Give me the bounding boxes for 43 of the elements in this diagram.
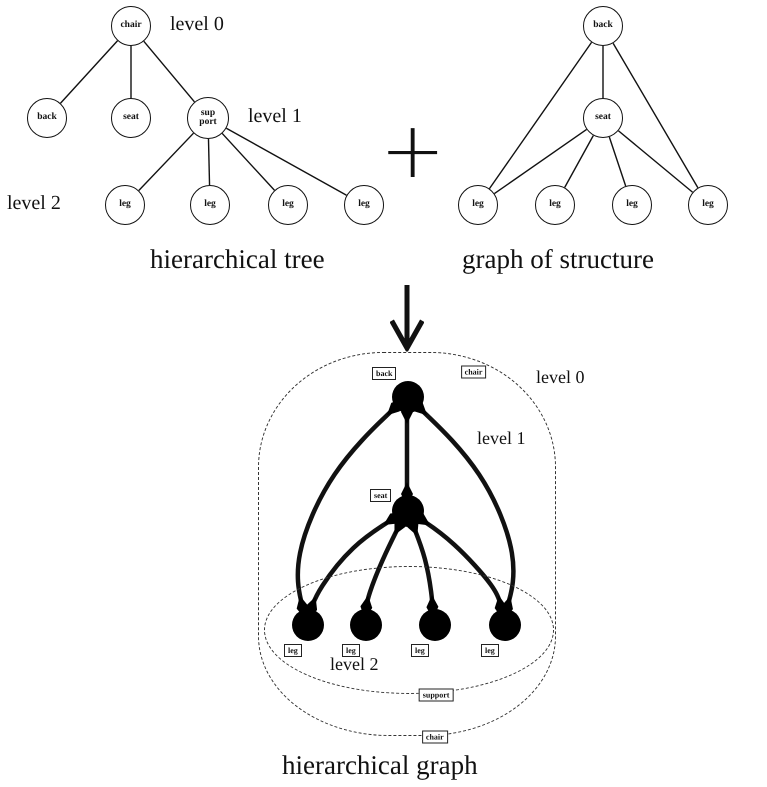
region-label: chair xyxy=(422,730,448,744)
tree-edge xyxy=(130,46,132,98)
region-label: support xyxy=(418,688,454,702)
tree-edge xyxy=(208,138,210,186)
level-label: level 2 xyxy=(7,193,61,213)
tree-node: leg xyxy=(190,185,230,225)
tree-edge xyxy=(222,132,275,191)
tree-edge xyxy=(143,40,196,102)
graph-node: seat xyxy=(370,489,424,527)
tree-edge xyxy=(608,136,626,186)
region-label: chair xyxy=(460,366,486,379)
tree-edge xyxy=(618,130,694,193)
tree-node: chair xyxy=(111,6,151,46)
tree-edge xyxy=(138,132,194,192)
level-label: level 1 xyxy=(248,106,302,126)
tree-node: leg xyxy=(612,185,652,225)
tree-node: leg xyxy=(688,185,728,225)
tree-node: sup port xyxy=(187,97,229,139)
tree-node: leg xyxy=(105,185,145,225)
level-label: level 0 xyxy=(536,368,584,386)
tree-node: leg xyxy=(268,185,308,225)
tree-edge xyxy=(226,128,347,196)
diagram-caption: hierarchical tree xyxy=(150,246,325,273)
graph-node: back xyxy=(372,367,424,413)
down-arrow xyxy=(389,285,425,351)
tree-edge xyxy=(612,42,698,188)
tree-node: seat xyxy=(111,98,151,138)
level-label: level 1 xyxy=(477,429,526,447)
level-label: level 2 xyxy=(330,655,378,673)
tree-node: leg xyxy=(535,185,575,225)
tree-edge xyxy=(602,46,604,98)
tree-edge xyxy=(564,135,594,188)
tree-node: back xyxy=(27,98,67,138)
tree-node: seat xyxy=(583,98,623,138)
tree-edge xyxy=(488,42,592,189)
tree-node: leg xyxy=(458,185,498,225)
level-label: level 0 xyxy=(170,14,224,34)
diagram-caption: hierarchical graph xyxy=(282,752,478,779)
tree-node: back xyxy=(583,6,623,46)
diagram-caption: graph of structure xyxy=(462,246,654,273)
tree-edge xyxy=(494,128,587,194)
tree-edge xyxy=(60,40,118,104)
tree-node: leg xyxy=(344,185,384,225)
